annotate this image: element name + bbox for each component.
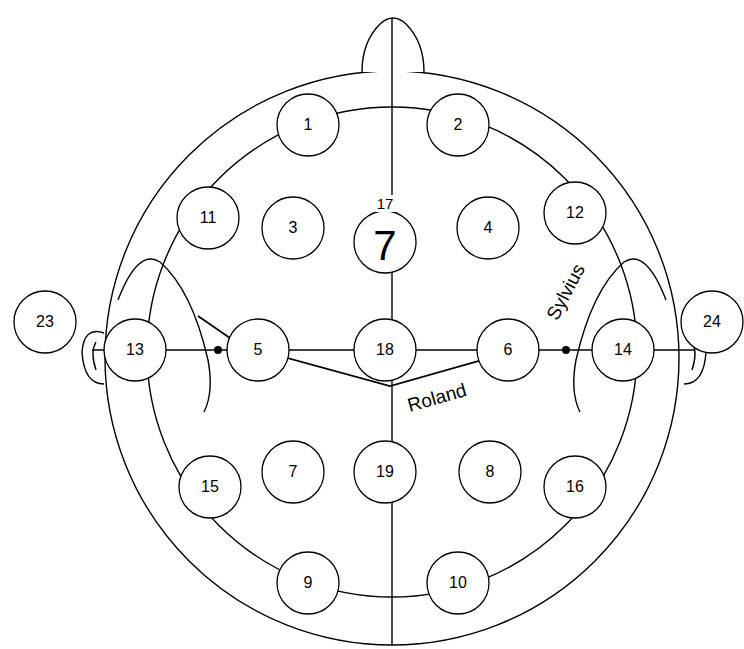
electrode-number: 5 — [226, 318, 290, 382]
electrode-circle: 13 — [103, 318, 167, 382]
electrode-circle: 14 — [591, 318, 655, 382]
electrode-circle: 7 — [261, 440, 325, 504]
electrode-number: 2 — [426, 93, 490, 157]
electrode-circle: 2 — [426, 93, 490, 157]
electrode-number: 16 — [543, 455, 607, 519]
electrode-circle: 8 — [458, 440, 522, 504]
electrode-circle: 18 — [353, 318, 417, 382]
electrode-circle: 24 — [680, 290, 744, 354]
electrode-number: 18 — [353, 318, 417, 382]
electrode-circle: 3 — [261, 196, 325, 260]
electrode-circle: 6 — [476, 318, 540, 382]
electrode-number: 14 — [591, 318, 655, 382]
electrode-number: 15 — [178, 455, 242, 519]
fissure-label: Roland — [403, 380, 470, 417]
fissure-label: Sylvius — [542, 259, 590, 325]
electrode-circle: 11 — [176, 186, 240, 250]
electrode-number: 8 — [458, 440, 522, 504]
electrode-circle: 23 — [13, 290, 77, 354]
electrode-number: 4 — [456, 196, 520, 260]
electrode-circle: 12 — [543, 181, 607, 245]
electrode-number: 11 — [176, 186, 240, 250]
electrode-circle: 15 — [178, 455, 242, 519]
electrode-circle: 9 — [276, 551, 340, 615]
electrode-circle: 1 — [276, 93, 340, 157]
electrode-circle: 19 — [353, 440, 417, 504]
electrode-number: 3 — [261, 196, 325, 260]
electrode-circle: 177 — [353, 210, 417, 274]
electrode-number: 23 — [13, 290, 77, 354]
electrode-number: 24 — [680, 290, 744, 354]
electrode-number: 7 — [261, 440, 325, 504]
electrode-number: 12 — [543, 181, 607, 245]
electrode-circle: 4 — [456, 196, 520, 260]
electrode-heading: 17 — [365, 196, 405, 212]
electrode-number: 9 — [276, 551, 340, 615]
electrode-number: 10 — [426, 551, 490, 615]
electrode-number: 6 — [476, 318, 540, 382]
electrode-number: 7 — [353, 214, 417, 278]
electrode-number: 1 — [276, 93, 340, 157]
electrode-circle: 5 — [226, 318, 290, 382]
electrode-circle: 16 — [543, 455, 607, 519]
electrode-circle: 10 — [426, 551, 490, 615]
electrode-number: 13 — [103, 318, 167, 382]
electrode-number: 19 — [353, 440, 417, 504]
